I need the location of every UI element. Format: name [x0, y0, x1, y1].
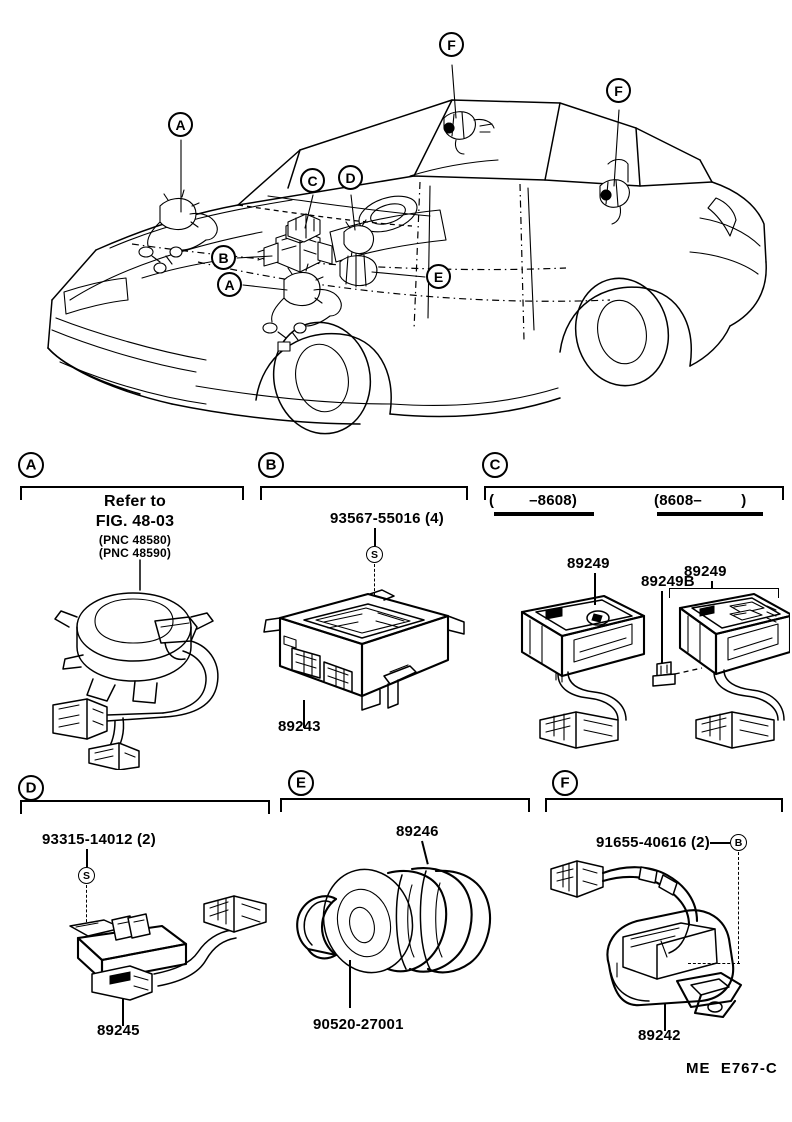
panel-b-fastener-marker: S	[366, 546, 383, 563]
panel-badge-b: B	[258, 452, 284, 478]
panel-d-part-number: 89245	[97, 1022, 140, 1039]
panel-b-illustration	[258, 580, 470, 750]
panel-c-left-part-leader	[594, 573, 596, 605]
panel-c-sub-part-leader	[661, 591, 663, 671]
panel-c-sub-part-number: 89249B	[641, 573, 695, 590]
panel-a-pnc-line2: (PNC 48590)	[98, 546, 172, 560]
panel-f-illustration	[545, 845, 783, 1025]
panel-badge-c: C	[482, 452, 508, 478]
panel-d-illustration	[30, 870, 270, 1030]
callout-d: D	[338, 165, 363, 190]
panel-d-fastener-marker: S	[78, 867, 95, 884]
component-f-right	[599, 158, 630, 225]
panel-bracket-e	[280, 798, 530, 812]
panel-e-clip-leader	[349, 960, 351, 1008]
panel-d-part-leader	[122, 998, 124, 1026]
panel-e-illustration	[290, 845, 520, 995]
component-c	[287, 213, 321, 243]
panel-f-part-leader	[664, 1003, 666, 1031]
panel-c-range-right-underline	[657, 512, 763, 516]
panel-b-fastener-label: 93567-55016 (4)	[330, 510, 444, 527]
panel-f-fastener-label: 91655-40616 (2)	[596, 834, 710, 851]
panel-badge-f: F	[552, 770, 578, 796]
panel-f-fastener-dash-v	[738, 852, 739, 964]
panel-a-illustration	[15, 555, 245, 770]
panel-f-part-number: 89242	[638, 1027, 681, 1044]
panel-c-range-left: ( –8608)	[489, 492, 578, 509]
panel-c-range-left-underline	[494, 512, 594, 516]
callout-a-upper: A	[168, 112, 193, 137]
switch-single	[520, 594, 646, 749]
component-a-lower	[262, 263, 342, 352]
sheet-footer-code: ME E767-C	[686, 1060, 778, 1077]
panel-d-fastener-label: 93315-14012 (2)	[42, 831, 156, 848]
panel-a-refer-line1: Refer to	[103, 493, 167, 510]
panel-bracket-b	[260, 486, 468, 500]
panel-e-part-clip-number: 90520-27001	[313, 1016, 404, 1033]
panel-c-range-right: (8608– )	[654, 492, 747, 509]
vehicle-line-art	[47, 64, 767, 435]
panel-d-fastener-dash	[86, 885, 87, 927]
component-e	[339, 253, 378, 288]
callout-b: B	[211, 245, 236, 270]
panel-b-part-leader	[303, 700, 305, 728]
callout-e: E	[426, 264, 451, 289]
panel-c-right-group-leader	[711, 581, 713, 589]
panel-c-illustration	[484, 580, 790, 750]
panel-a-pnc-line1: (PNC 48580)	[98, 533, 172, 547]
callout-f-left: F	[439, 32, 464, 57]
vehicle-overview: A C D B A E F F	[0, 0, 792, 440]
panel-badge-d: D	[18, 775, 44, 801]
callout-c: C	[300, 168, 325, 193]
panel-f-fastener-leader	[710, 842, 730, 844]
callout-f-right: F	[606, 78, 631, 103]
panel-b-fastener-dash	[374, 564, 375, 596]
callout-a-lower: A	[217, 272, 242, 297]
switch-master	[652, 592, 790, 749]
panel-b-fastener-leader	[374, 528, 376, 546]
panel-d-fastener-leader	[86, 849, 88, 867]
panel-f-fastener-marker: B	[730, 834, 747, 851]
panel-c-right-group-bracket	[669, 588, 779, 598]
panel-bracket-a	[20, 486, 244, 500]
panel-c-left-part-number: 89249	[567, 555, 610, 572]
panel-badge-a: A	[18, 452, 44, 478]
panel-c-right-group-number: 89249	[684, 563, 727, 580]
panel-b-part-number: 89243	[278, 718, 321, 735]
panel-bracket-f	[545, 798, 783, 812]
panel-bracket-d	[20, 800, 270, 814]
panel-e-part-main-number: 89246	[396, 823, 439, 840]
component-a-upper	[138, 189, 218, 274]
panel-a-refer-line2: FIG. 48-03	[95, 513, 175, 530]
panel-bracket-c	[484, 486, 784, 500]
component-f-left	[443, 111, 495, 155]
panel-badge-e: E	[288, 770, 314, 796]
